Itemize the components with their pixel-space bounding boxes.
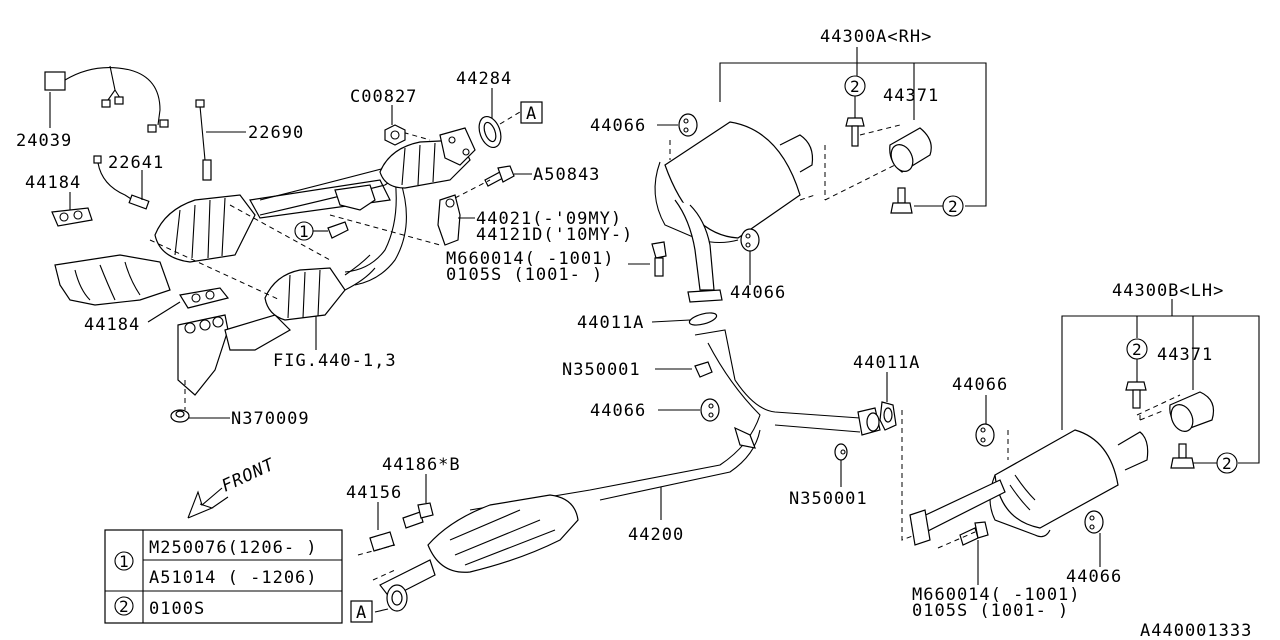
center-pipe-44200[interactable] <box>469 329 881 511</box>
gasket-44184-bottom[interactable] <box>179 287 230 309</box>
callout-0105S-top: 0105S (1001- ) <box>446 265 603 285</box>
callout-44066-lh-bottom: 44066 <box>1066 567 1122 587</box>
clamp-44371-rh[interactable] <box>887 127 932 175</box>
bolt-A50843[interactable] <box>484 165 515 187</box>
ref-box-A-top <box>520 101 543 124</box>
callout-A50843: A50843 <box>533 165 600 185</box>
gasket-44011A-right[interactable] <box>879 401 897 431</box>
legend-row-2: 0100S <box>149 599 205 619</box>
callout-22690: 22690 <box>248 123 304 143</box>
nut-N370009[interactable] <box>170 409 190 423</box>
bolt-ref-1[interactable] <box>327 221 349 239</box>
ref-marker-A-top: A <box>526 104 537 124</box>
callout-44371-rh: 44371 <box>883 86 939 106</box>
callout-44156: 44156 <box>346 483 402 503</box>
callout-N350001-bottom: N350001 <box>789 489 868 509</box>
callout-N350001-top: N350001 <box>562 360 641 380</box>
callout-C00827: C00827 <box>350 87 417 107</box>
ref-circle-1-label: 1 <box>299 222 310 241</box>
catalytic-converter-lower[interactable] <box>264 254 376 321</box>
hanger-44066-rh-bottom[interactable] <box>740 228 760 252</box>
muffler-lh-44300B[interactable] <box>909 429 1149 546</box>
gasket-44011A-top[interactable] <box>688 311 718 328</box>
exhaust-manifold-lower[interactable] <box>177 314 291 396</box>
bolt-rh-bottom[interactable] <box>890 187 913 214</box>
callout-44200: 44200 <box>628 525 684 545</box>
bolt-M660014-top[interactable] <box>651 241 667 277</box>
nut-N350001-top[interactable] <box>694 361 713 378</box>
harness-24039[interactable] <box>44 65 169 133</box>
callout-0105S-bottom: 0105S (1001- ) <box>912 601 1069 621</box>
catalytic-converter-center[interactable] <box>379 127 476 189</box>
ref-circle-2-lh-top-label: 2 <box>1132 340 1143 359</box>
ref-circle-2-lh-bottom-label: 2 <box>1222 454 1233 473</box>
ref-box-A-bottom <box>350 600 373 623</box>
callout-M660014-top: M660014( -1001) <box>446 249 615 269</box>
diagram-id: A440001333 <box>1140 621 1252 640</box>
callout-44300B-LH: 44300B<LH> <box>1112 281 1224 301</box>
front-arrow-icon <box>187 487 229 519</box>
front-y-pipe[interactable] <box>259 159 407 286</box>
muffler-rh-44300A[interactable] <box>654 121 814 303</box>
hanger-44066-rh-top[interactable] <box>678 113 698 137</box>
gasket-44184-top[interactable] <box>51 207 93 227</box>
callout-N370009: N370009 <box>231 409 310 429</box>
callout-44011A-right: 44011A <box>853 353 920 373</box>
callout-44066-lh-top: 44066 <box>952 375 1008 395</box>
callout-44186B: 44186*B <box>382 455 461 475</box>
callout-FIG-440-1-3[interactable]: FIG.440-1,3 <box>273 351 397 371</box>
o2-sensor-22641[interactable] <box>93 155 150 210</box>
gasket-ring-44284[interactable] <box>475 114 505 151</box>
callout-44184-top: 44184 <box>25 173 81 193</box>
legend-table <box>104 529 343 624</box>
legend-key-1: 1 <box>119 552 130 571</box>
callout-44184-bottom: 44184 <box>84 315 140 335</box>
bolt-lh-top[interactable] <box>1125 381 1147 409</box>
bolt-44186B[interactable] <box>402 502 434 529</box>
callout-44284: 44284 <box>456 69 512 89</box>
legend-row-1b: A51014 ( -1206) <box>149 568 318 588</box>
clamp-44371-lh[interactable] <box>1167 391 1215 435</box>
callout-44300A-RH: 44300A<RH> <box>820 27 932 47</box>
front-label: FRONT <box>219 454 279 496</box>
callout-44121D: 44121D('10MY-) <box>476 225 633 245</box>
callout-24039: 24039 <box>16 131 72 151</box>
hanger-44066-lh-bottom[interactable] <box>1084 510 1104 534</box>
callout-44066-rh-bottom: 44066 <box>730 283 786 303</box>
rear-catalytic-converter[interactable] <box>379 494 579 612</box>
nut-C00827[interactable] <box>384 124 406 146</box>
callout-44066-center: 44066 <box>590 401 646 421</box>
exhaust-manifold-upper[interactable] <box>54 254 171 306</box>
callout-M660014-bottom: M660014( -1001) <box>912 585 1081 605</box>
callout-44021: 44021(-'09MY) <box>476 209 622 229</box>
bracket-44021[interactable] <box>437 194 461 246</box>
callout-44011A-top: 44011A <box>577 313 644 333</box>
ref-marker-A-bottom: A <box>356 603 367 623</box>
legend-key-2: 2 <box>119 597 130 616</box>
ref-circle-2-rh-bottom-label: 2 <box>948 197 959 216</box>
nut-N350001-bottom[interactable] <box>834 443 848 461</box>
callout-44066-rh-top: 44066 <box>590 116 646 136</box>
legend-row-1a: M250076(1206- ) <box>149 538 318 558</box>
hanger-44066-center[interactable] <box>700 398 720 422</box>
grommet-44156[interactable] <box>369 531 395 552</box>
o2-sensor-22690[interactable] <box>195 99 246 181</box>
bolt-M660014-bottom[interactable] <box>959 521 989 546</box>
ref-circle-2-rh-top-label: 2 <box>850 77 861 96</box>
hanger-44066-lh-top[interactable] <box>975 423 995 447</box>
bolt-lh-bottom[interactable] <box>1170 443 1195 469</box>
bolt-rh-top[interactable] <box>845 117 865 147</box>
callout-22641: 22641 <box>108 153 164 173</box>
callout-44371-lh: 44371 <box>1157 345 1213 365</box>
